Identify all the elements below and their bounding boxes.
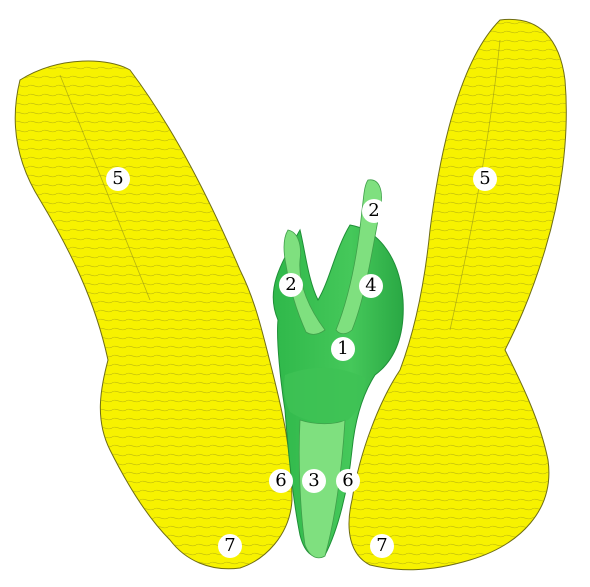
label-2-right: 2: [362, 199, 386, 223]
label-3: 3: [302, 469, 326, 493]
label-7-left: 7: [218, 534, 242, 558]
label-7-right: 7: [370, 534, 394, 558]
label-6-left: 6: [269, 469, 293, 493]
label-6-right: 6: [336, 469, 360, 493]
left-yellow-structure: [15, 61, 292, 569]
label-1: 1: [331, 337, 355, 361]
label-2-left: 2: [279, 273, 303, 297]
label-5-right: 5: [473, 167, 497, 191]
label-4: 4: [359, 274, 383, 298]
label-5-left: 5: [106, 167, 130, 191]
